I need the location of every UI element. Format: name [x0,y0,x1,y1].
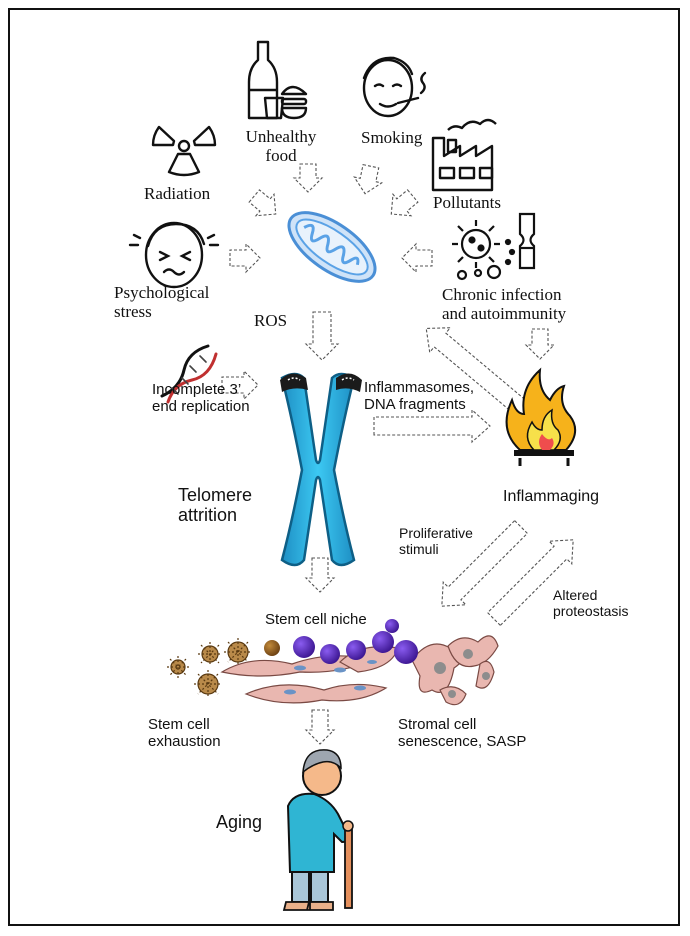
wine-food-icon [247,40,308,120]
label-unhealthy-food: Unhealthy food [236,127,326,165]
virus-joint-icon [452,212,536,281]
label-radiation: Radiation [144,184,211,203]
arrow-stress-to-mito [229,242,261,274]
label-stem-cell-exhaustion: Stem cell exhaustion [148,716,221,750]
label-aging: Aging [216,812,263,832]
label-inflammaging: Inflammaging [503,488,600,505]
label-telomere-attrition: Telomere attrition [178,485,253,526]
label-smoking: Smoking [361,128,423,147]
label-pollutants: Pollutants [433,193,502,212]
unhealthy-food-text: Unhealthy food [245,127,317,166]
stem-cell-niche-icon [167,619,499,706]
arrow-radiation-to-mito [248,189,277,217]
arrow-telomere-to-niche [304,557,336,593]
label-proliferative-stimuli: Proliferative stimuli [399,525,473,557]
arrow-inflammaging-to-mito [425,327,535,422]
label-incomplete-replication: Incomplete 3’ end replication [152,381,250,415]
label-inflammasomes: Inflammasomes, DNA fragments [364,379,475,413]
label-stromal-senescence: Stromal cell senescence, SASP [398,716,527,750]
mitochondrion-icon [287,211,377,283]
arrow-infection-to-inflammaging [524,328,556,360]
chromosome-icon [280,372,362,567]
arrow-dna-to-telomere [221,369,259,401]
factory-icon [431,118,497,192]
elderly-person-icon [282,749,354,911]
dna-icon [160,344,218,404]
label-stem-cell-niche: Stem cell niche [265,611,367,628]
arrow-infection-to-mito [401,242,433,274]
arrow-mito-to-telomere [304,311,340,361]
label-psychological-stress: Psychological stress [114,283,210,322]
arrow-pollutants-to-mito [390,189,419,217]
arrows [221,163,574,745]
arrow-food-to-mito [292,163,324,193]
arrow-telomere-to-inflammaging [373,408,491,444]
fire-icon [505,367,577,466]
label-ros: ROS [254,311,288,330]
stressed-face-icon [128,221,220,289]
arrow-smoking-to-mito [353,163,384,195]
label-altered-proteostasis: Altered proteostasis [553,587,629,619]
arrow-inflammaging-to-niche [441,519,529,607]
smoking-face-icon [362,56,427,118]
arrow-niche-to-aging [304,709,336,745]
diagram-frame [8,8,680,926]
label-chronic-infection: Chronic infection and autoimmunity [442,285,567,324]
radiation-icon [151,125,217,177]
arrow-niche-to-inflammaging [486,539,574,627]
